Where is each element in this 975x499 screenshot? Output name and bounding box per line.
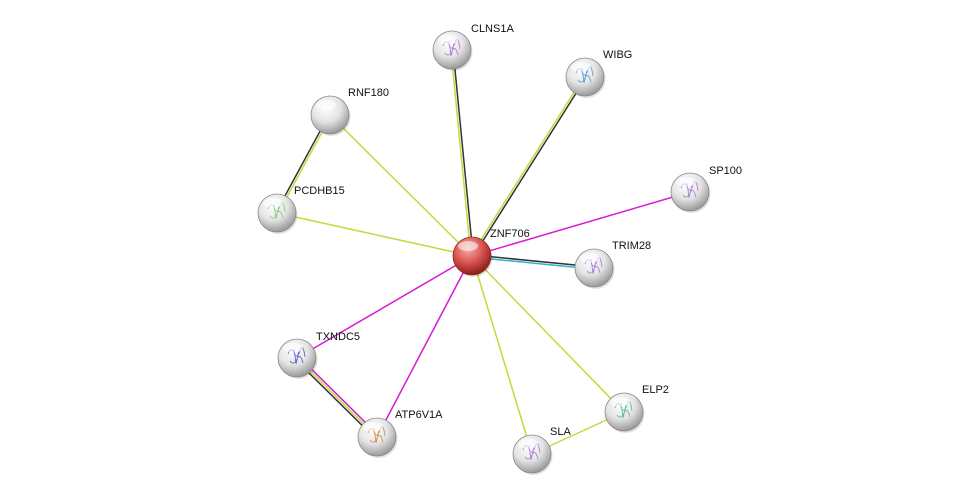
edge-line-textmining: [470, 76, 585, 256]
edge-line-textmining: [450, 50, 472, 257]
node-highlight: [316, 100, 336, 110]
node-highlight: [571, 62, 591, 72]
node-label-atp6v1a: ATP6V1A: [395, 409, 443, 421]
edge-line-experiments: [296, 255, 473, 359]
edge-line-textmining: [276, 212, 473, 257]
node-trim28[interactable]: TRIM28: [574, 240, 651, 289]
edge-znf706-atp6v1a[interactable]: [376, 255, 473, 438]
edge-line-experiments: [471, 191, 691, 257]
edge-line-coexpression: [472, 77, 587, 257]
edge-line-textmining: [471, 255, 533, 455]
node-label-txndc5: TXNDC5: [316, 331, 360, 343]
node-highlight: [363, 422, 383, 432]
node-elp2[interactable]: ELP2: [604, 384, 669, 433]
node-rnf180[interactable]: RNF180: [310, 87, 389, 136]
node-highlight: [580, 253, 600, 263]
protein-structure-icon: [287, 347, 306, 365]
node-highlight: [438, 35, 458, 45]
edge-znf706-sla[interactable]: [471, 255, 533, 455]
protein-structure-icon: [680, 181, 699, 199]
node-highlight: [676, 177, 696, 187]
node-label-wibg: WIBG: [603, 49, 632, 61]
node-txndc5[interactable]: TXNDC5: [277, 331, 360, 379]
edge-znf706-trim28[interactable]: [471, 254, 595, 270]
node-sla[interactable]: SLA: [512, 426, 571, 475]
node-highlight: [518, 439, 538, 449]
edge-line-databases: [471, 256, 594, 270]
edge-znf706-pcdhb15[interactable]: [276, 212, 473, 257]
node-znf706[interactable]: ZNF706: [452, 228, 530, 277]
node-label-trim28: TRIM28: [612, 240, 651, 252]
node-label-pcdhb15: PCDHB15: [294, 185, 345, 197]
node-highlight: [458, 241, 478, 251]
node-highlight: [283, 343, 303, 353]
protein-structure-icon: [267, 202, 286, 220]
node-label-znf706: ZNF706: [490, 228, 530, 240]
edge-znf706-wibg[interactable]: [470, 76, 587, 257]
node-label-clns1a: CLNS1A: [471, 23, 514, 35]
node-atp6v1a[interactable]: ATP6V1A: [357, 409, 443, 458]
edge-znf706-elp2[interactable]: [471, 255, 625, 413]
protein-structure-icon: [442, 39, 461, 57]
node-clns1a[interactable]: CLNS1A: [432, 23, 514, 71]
edge-line-textmining: [329, 114, 473, 257]
protein-structure-icon: [584, 257, 603, 275]
edge-znf706-rnf180[interactable]: [329, 114, 473, 257]
edge-znf706-clns1a[interactable]: [450, 49, 474, 257]
edge-line-experiments: [376, 255, 473, 438]
edge-znf706-sp100[interactable]: [471, 191, 691, 257]
node-label-rnf180: RNF180: [348, 87, 389, 99]
node-label-sp100: SP100: [709, 165, 742, 177]
node-highlight: [263, 198, 283, 208]
edge-line-coexpression: [452, 49, 474, 256]
protein-structure-icon: [614, 401, 633, 419]
protein-structure-icon: [575, 66, 594, 84]
node-pcdhb15[interactable]: PCDHB15: [257, 185, 345, 234]
node-label-sla: SLA: [550, 426, 571, 438]
node-highlight: [610, 397, 630, 407]
protein-structure-icon: [367, 426, 386, 444]
node-wibg[interactable]: WIBG: [565, 49, 632, 98]
protein-structure-icon: [522, 443, 541, 461]
edge-znf706-txndc5[interactable]: [296, 255, 473, 359]
node-sp100[interactable]: SP100: [670, 165, 742, 213]
edge-line-coexpression: [472, 254, 595, 268]
edge-line-textmining: [471, 255, 625, 413]
node-label-elp2: ELP2: [642, 384, 669, 396]
